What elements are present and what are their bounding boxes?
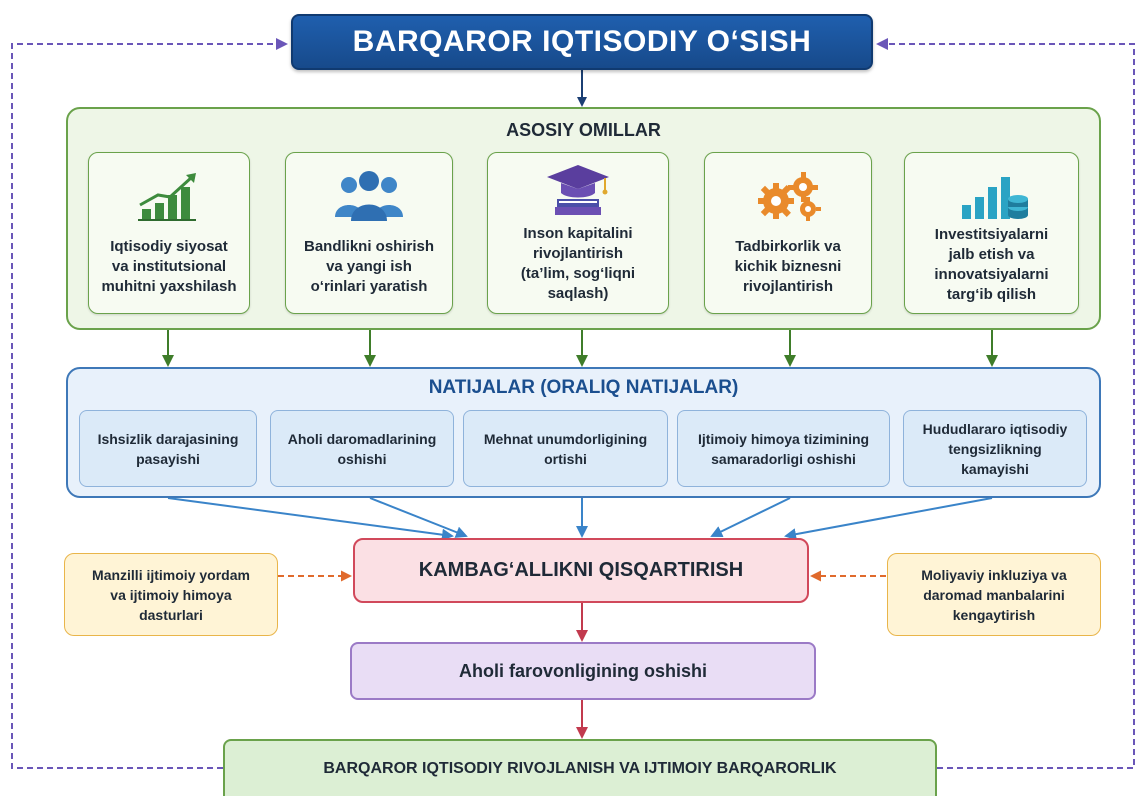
result-card-4: Ijtimoiy himoya tizimining samaradorligi…	[677, 410, 890, 487]
growth-chart-icon	[89, 167, 249, 223]
factor-card-1: Iqtisodiy siyosat va institutsional muhi…	[88, 152, 250, 314]
left-support-box: Manzilli ijtimoiy yordam va ijtimoiy him…	[64, 553, 278, 636]
arrow-result-5	[784, 497, 993, 541]
right-support-box: Moliyaviy inkluziya va daromad manbalari…	[887, 553, 1101, 636]
result-card-3: Mehnat unumdorligining ortishi	[463, 410, 668, 487]
results-title: NATIJALAR (ORALIQ NATIJALAR)	[428, 377, 739, 398]
factor-label-4: Tadbirkorlik va kichik biznesni rivojlan…	[734, 238, 842, 295]
factor-label-3: Inson kapitalini rivojlantirish (ta’lim,…	[520, 225, 636, 302]
welfare-label: Aholi farovonligining oshishi	[459, 660, 707, 681]
result-card-2: Aholi daromadlarining oshishi	[270, 410, 454, 487]
arrow-result-2	[369, 497, 468, 538]
factor-label-2: Bandlikni oshirish va yangi ish o‘rinlar…	[303, 238, 435, 295]
header-title: BARQAROR IQTISODIY O‘SISH	[352, 25, 812, 58]
arrow-result-1	[167, 497, 454, 541]
welfare-box: Aholi farovonligining oshishi	[350, 642, 816, 700]
result-card-5: Hududlararo iqtisodiy tengsizlikning kam…	[903, 410, 1087, 487]
arrow-result-4	[710, 497, 791, 538]
factor-card-4: Tadbirkorlik va kichik biznesni rivojlan…	[704, 152, 872, 314]
poverty-reduction-label: KAMBAG‘ALLIKNI QISQARTIRISH	[418, 559, 744, 581]
factor-card-2: Bandlikni oshirish va yangi ish o‘rinlar…	[285, 152, 453, 314]
header-title-box: BARQAROR IQTISODIY O‘SISH	[291, 14, 873, 70]
graduation-cap-icon	[488, 161, 668, 219]
factors-title: ASOSIY OMILLAR	[506, 119, 661, 140]
people-group-icon	[286, 167, 452, 223]
gears-icon	[705, 167, 871, 223]
bars-coins-icon	[905, 167, 1078, 223]
outcome-label: BARQAROR IQTISODIY RIVOJLANISH VA IJTIMO…	[323, 759, 837, 777]
factor-card-5: Investitsiyalarni jalb etish va innovats…	[904, 152, 1079, 314]
result-card-1: Ishsizlik darajasining pasayishi	[79, 410, 257, 487]
outcome-box: BARQAROR IQTISODIY RIVOJLANISH VA IJTIMO…	[223, 739, 937, 796]
poverty-reduction-box: KAMBAG‘ALLIKNI QISQARTIRISH	[353, 538, 809, 603]
factor-card-3: Inson kapitalini rivojlantirish (ta’lim,…	[487, 152, 669, 314]
factor-label-1: Iqtisodiy siyosat va institutsional muhi…	[101, 238, 237, 295]
factor-label-5: Investitsiyalarni jalb etish va innovats…	[934, 226, 1049, 303]
